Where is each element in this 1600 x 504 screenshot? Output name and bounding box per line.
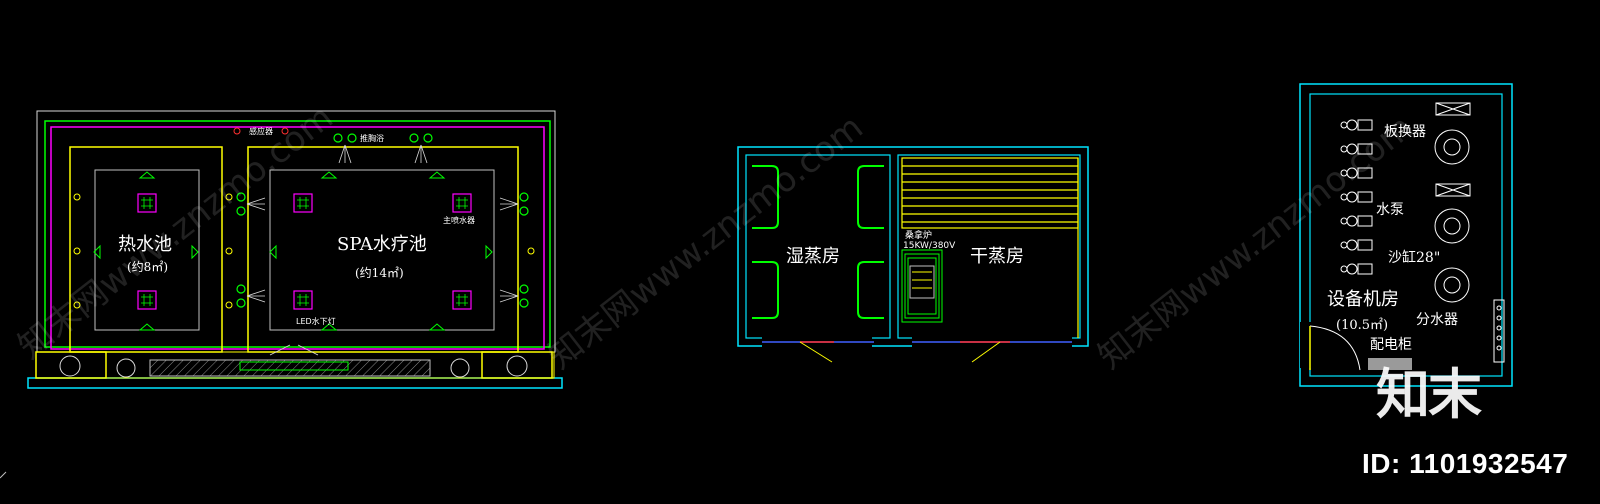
sand-filters	[1434, 129, 1470, 303]
door-swing	[799, 341, 833, 363]
spa-pool-inner	[269, 169, 495, 331]
spa-pool-name: SPA水疗池	[337, 234, 427, 255]
plant-symbol	[59, 355, 81, 377]
sensor-icon	[281, 127, 289, 135]
green-pipe-loop	[44, 120, 551, 348]
pool-light-grid	[293, 193, 313, 213]
equipment-room: 板换器 水泵 沙缸28" 设备机房 (10.5㎡) 分水器 配电柜	[1299, 83, 1513, 387]
massage-shower-label: 推胸浴	[360, 133, 384, 143]
wet-room-name: 湿蒸房	[786, 246, 840, 267]
pool-plan: 感应器 推胸浴 主喷水器 LED水下灯 热水池 (约8㎡) SPA水疗池 (约1…	[27, 110, 563, 389]
pool-light-grid	[137, 290, 157, 310]
spa-pool-area: (约14㎡)	[355, 265, 404, 280]
hot-pool-area: (约8㎡)	[127, 259, 168, 274]
water-distributor-strip	[1493, 299, 1505, 363]
plate-exchangers	[1435, 102, 1471, 197]
brand-logo: 知末	[1376, 363, 1482, 426]
pool-light-grid	[293, 290, 313, 310]
sauna-plan: 桑拿炉 15KW/380V 湿蒸房 干蒸房	[737, 146, 1089, 363]
distribution-cabinet	[1368, 358, 1412, 370]
pool-base-band	[27, 377, 563, 389]
left-planter	[35, 351, 107, 379]
equipment-outer-wall	[1299, 83, 1513, 387]
pool-light-grid	[452, 290, 472, 310]
image-id-label: ID: 1101932547	[1362, 448, 1569, 479]
corner-mark	[0, 471, 7, 479]
pool-light-grids	[137, 193, 472, 310]
sauna-heater	[901, 249, 943, 323]
underwater-light-fixture	[239, 361, 349, 371]
wall-nozzles	[73, 193, 535, 309]
dry-room-slats	[901, 157, 1079, 338]
wet-room-benches	[752, 165, 884, 319]
distribution-cabinet-label: 配电柜	[1370, 337, 1412, 353]
pool-light-grid-inner	[141, 197, 468, 306]
plant-symbol	[506, 355, 528, 377]
sensor-icon	[233, 127, 241, 135]
door-swing	[971, 341, 1001, 363]
jet-spray-lines	[246, 144, 519, 356]
pumps	[1340, 119, 1373, 275]
dry-room-name: 干蒸房	[970, 246, 1024, 267]
main-spout-label: 主喷水器	[443, 215, 475, 225]
massage-jets	[236, 133, 529, 308]
spot-lights	[93, 171, 493, 331]
hatched-step	[149, 359, 431, 377]
sensor-label: 感应器	[249, 126, 273, 136]
equipment-door-gap	[1300, 322, 1312, 368]
water-distributor-label: 分水器	[1416, 312, 1458, 328]
water-pump-label: 水泵	[1376, 202, 1404, 218]
pool-light-grid	[452, 193, 472, 213]
heater-label: 桑拿炉	[905, 229, 932, 241]
equipment-door-swing	[1309, 325, 1361, 371]
heater-spec: 15KW/380V	[903, 241, 956, 251]
equipment-inner-wall	[1309, 93, 1503, 377]
right-planter	[481, 351, 553, 379]
plant-symbol	[116, 358, 136, 378]
equipment-room-name: 设备机房	[1327, 289, 1399, 310]
magenta-pipe-loop	[50, 126, 545, 350]
plate-exchanger-label: 板换器	[1384, 123, 1426, 140]
hot-pool-name: 热水池	[118, 234, 172, 255]
sand-tank-label: 沙缸28"	[1388, 249, 1440, 266]
pool-light-grid	[137, 193, 157, 213]
plant-symbol	[450, 358, 470, 378]
underwater-light-label: LED水下灯	[296, 316, 336, 326]
equipment-room-area: (10.5㎡)	[1336, 318, 1388, 333]
